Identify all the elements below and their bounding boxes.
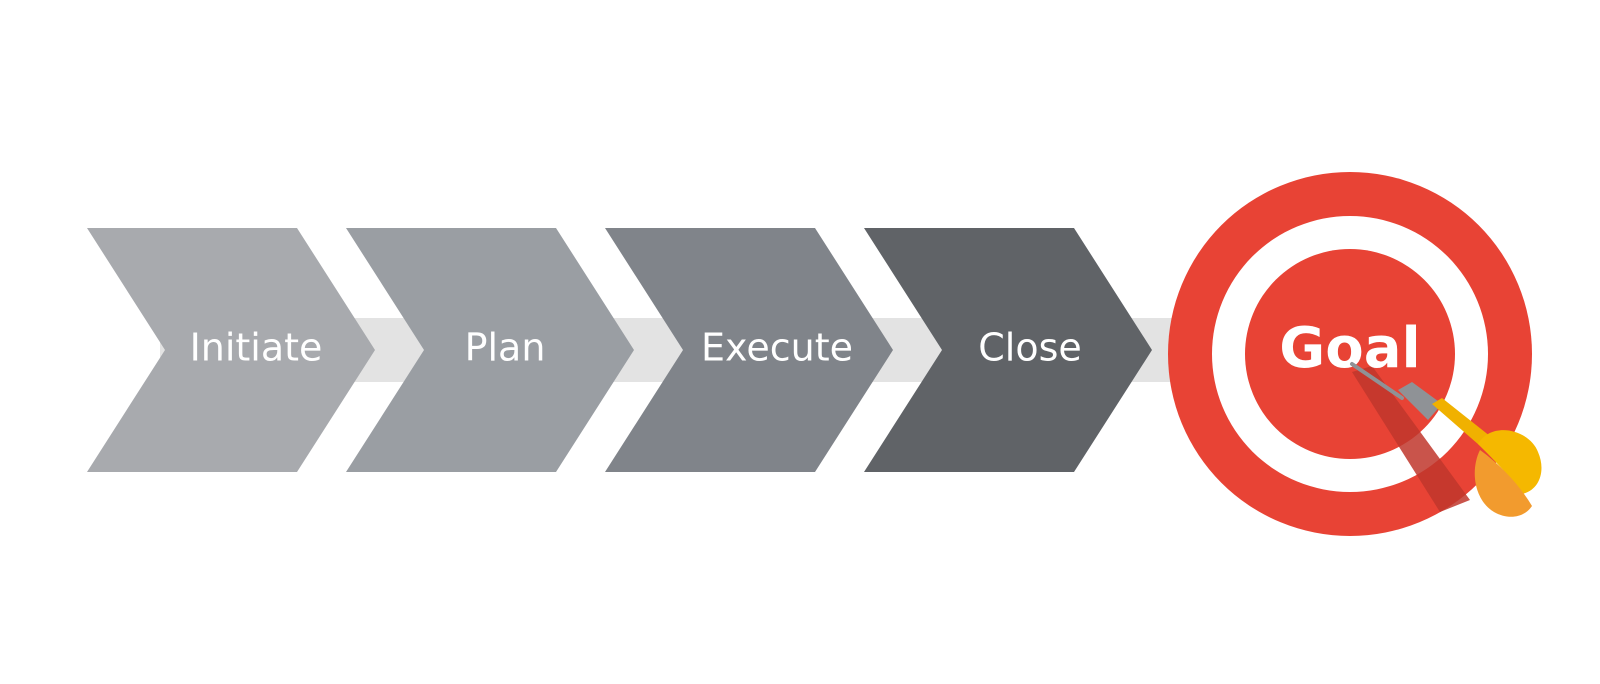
goal-target: Goal [1168,172,1532,536]
dart-flight-bottom [1474,450,1532,517]
stage-execute: Execute [605,228,893,472]
dart-needle [1350,362,1404,400]
chevron-shape [346,228,634,472]
dart-shadow [1352,366,1470,512]
stage-initiate: Initiate [87,228,375,472]
chevron-shape [87,228,375,472]
dart-barrel [1398,382,1442,420]
stage-plan: Plan [346,228,634,472]
target-bullseye [1245,249,1455,459]
stage-close: Close [864,228,1152,472]
chevron-shape [864,228,1152,472]
chevron-shape [605,228,893,472]
stage-label: Execute [701,326,853,370]
stage-label: Plan [465,326,546,370]
dart-icon [1350,362,1542,517]
dart-flight-top [1478,430,1542,494]
stage-label: Close [978,326,1082,370]
goal-label: Goal [1279,316,1420,381]
stage-label: Initiate [190,326,323,370]
